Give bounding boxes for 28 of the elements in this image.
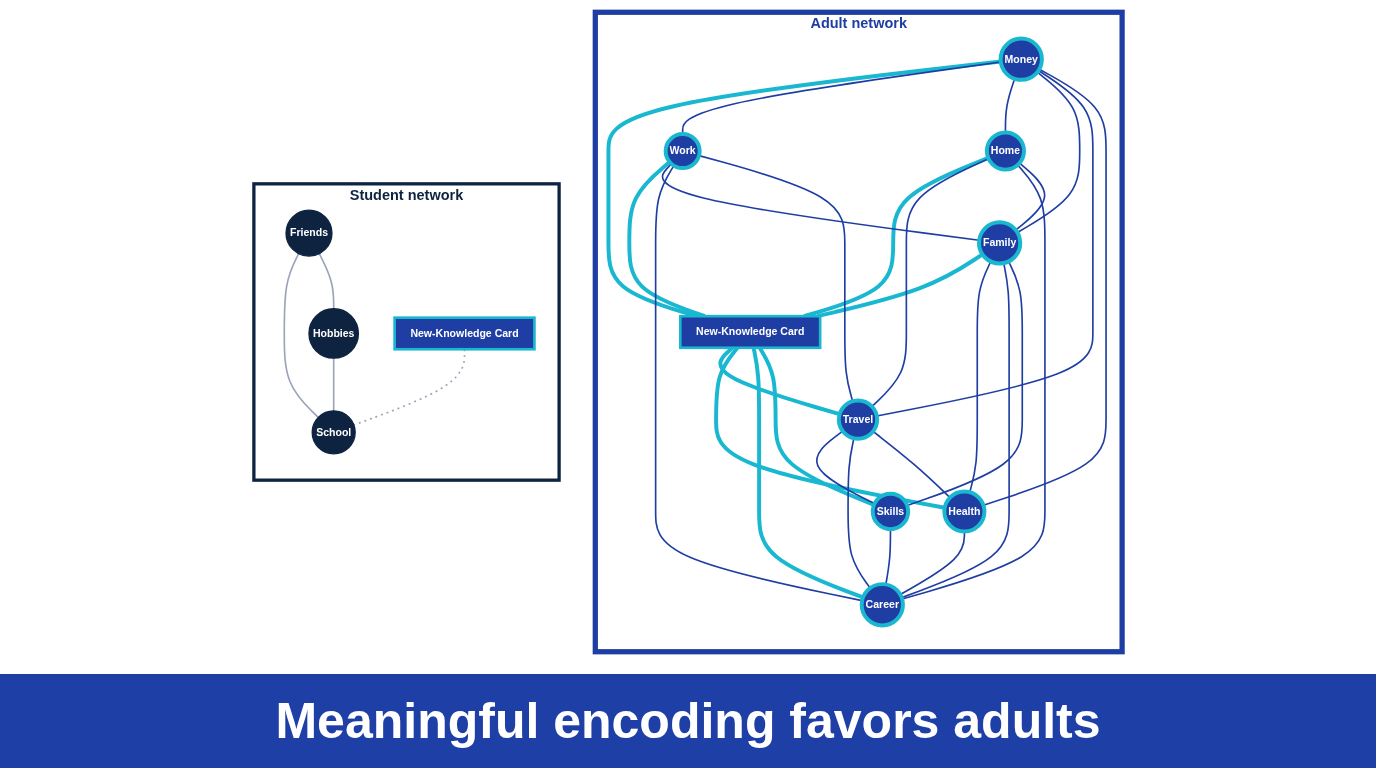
node-circle: Health [942,489,987,534]
connector [900,262,1010,599]
node-box: New-Knowledge Card [679,314,822,350]
node-box: New-Knowledge Card [393,316,536,351]
connector [318,252,335,310]
node-circle: Work [663,132,702,171]
connector [654,164,863,602]
connector [1016,71,1081,234]
node-circle: Hobbies [308,308,360,359]
node-circle: School [311,410,356,455]
node-circle: Skills [870,491,911,532]
connector [872,430,951,499]
node-circle: Family [977,220,1023,266]
connector [815,430,876,505]
node-circle: Money [998,36,1044,82]
node-circle: Travel [836,398,880,441]
node-circle: Career [859,582,905,628]
node-circle: Friends [285,209,333,257]
connector [803,156,989,319]
caption-banner: Meaningful encoding favors adults [0,674,1376,768]
connector [816,252,984,319]
node-circle: Home [984,130,1026,172]
connector [283,252,320,419]
connector [332,357,335,412]
connector [968,260,992,493]
connector [901,164,1046,600]
connector [982,68,1107,507]
connector [1014,162,1046,231]
